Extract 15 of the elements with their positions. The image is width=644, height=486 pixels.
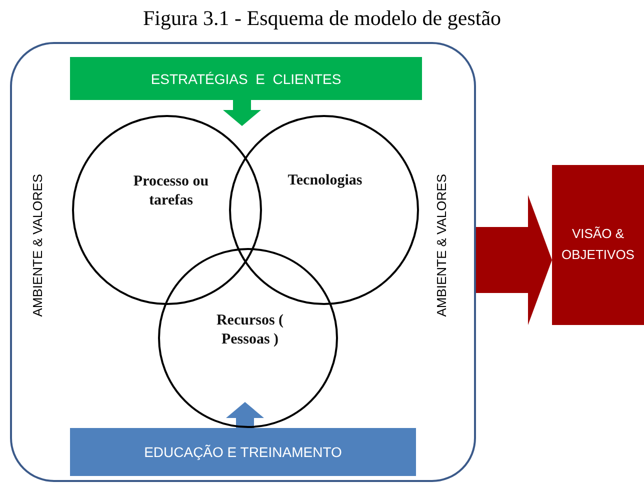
banner-bar: ESTRATÉGIAS E CLIENTES (70, 57, 422, 100)
circle-label: Tecnologias (286, 172, 364, 190)
block-arrow (223, 100, 261, 126)
banner-bar: EDUCAÇÃO E TREINAMENTO (70, 428, 416, 476)
circle-label: Processo ou tarefas (132, 172, 210, 210)
circle (72, 115, 262, 305)
rounded-frame (10, 42, 476, 482)
goal-box: VISÃO & OBJETIVOS (552, 165, 644, 325)
side-label: AMBIENTE & VALORES (30, 174, 45, 317)
block-arrow (476, 195, 552, 325)
block-arrow (226, 402, 264, 428)
circle (229, 115, 419, 305)
side-label: AMBIENTE & VALORES (434, 174, 449, 317)
figure-title: Figura 3.1 - Esquema de modelo de gestão (142, 6, 502, 31)
circle-label: Recursos ( Pessoas ) (215, 311, 285, 349)
